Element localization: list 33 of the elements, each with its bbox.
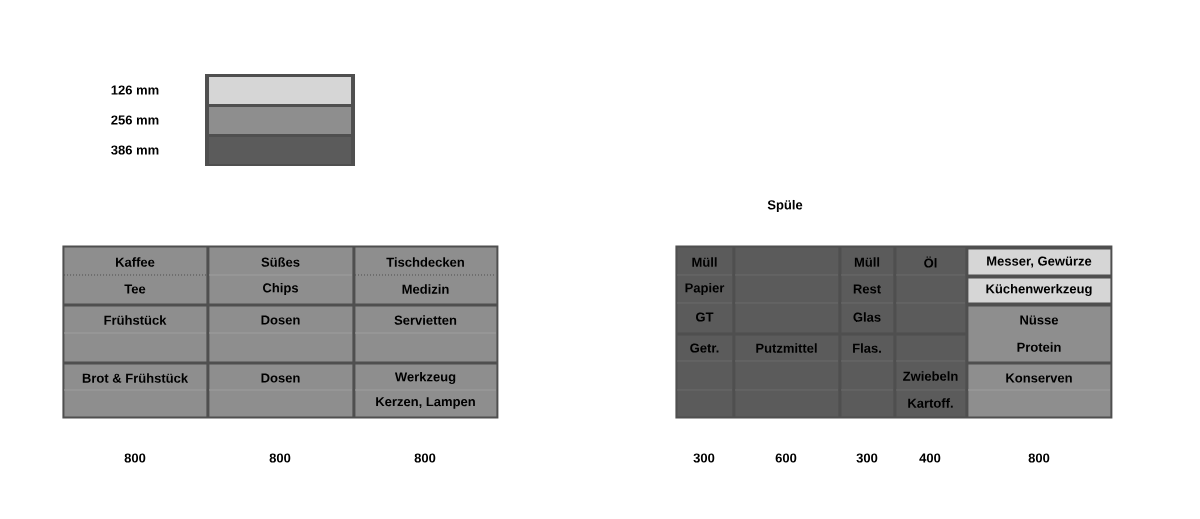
drawer-front: Servietten: [354, 306, 497, 362]
width-label: 800: [414, 453, 436, 463]
drawer-front: Dosen: [208, 364, 353, 417]
drawer-front: Tischdecken Medizin: [354, 247, 497, 304]
width-label: 300: [856, 453, 878, 463]
sink-label: Spüle: [767, 199, 803, 213]
drawer-front: Putzmittel: [734, 335, 839, 417]
drawer-front: [734, 247, 839, 333]
drawer-front: Dosen: [208, 306, 353, 362]
legend-label: 256 mm: [111, 115, 159, 125]
drawer-front: Getr.: [676, 335, 733, 417]
drawer-front: Zwiebeln Kartoff.: [895, 335, 966, 417]
drawer-front: Flas.: [840, 335, 894, 417]
drawer-front: Nüsse Protein: [968, 306, 1111, 362]
width-label: 300: [693, 453, 715, 463]
width-label: 400: [919, 453, 941, 463]
legend-label: 126 mm: [111, 85, 159, 95]
width-label: 800: [269, 453, 291, 463]
drawer-front: Öl: [895, 247, 966, 333]
drawer-front: Messer, Gewürze: [968, 249, 1111, 275]
drawer-front: Müll Papier GT: [676, 247, 733, 333]
drawer-front: Werkzeug Kerzen, Lampen: [354, 364, 497, 417]
width-label: 800: [124, 453, 146, 463]
drawer-front: Müll Rest Glas: [840, 247, 894, 333]
drawer-front: Konserven: [967, 364, 1111, 417]
drawer-front: Küchenwerkzeug: [968, 278, 1111, 303]
legend-label: 386 mm: [111, 145, 159, 155]
width-label: 800: [1028, 453, 1050, 463]
width-label: 600: [775, 453, 797, 463]
drawer-front: Frühstück: [63, 306, 207, 362]
drawer-front: Kaffee Tee: [63, 247, 207, 304]
drawer-front: Brot & Frühstück: [63, 364, 207, 417]
drawer-front: Süßes Chips: [208, 247, 353, 304]
